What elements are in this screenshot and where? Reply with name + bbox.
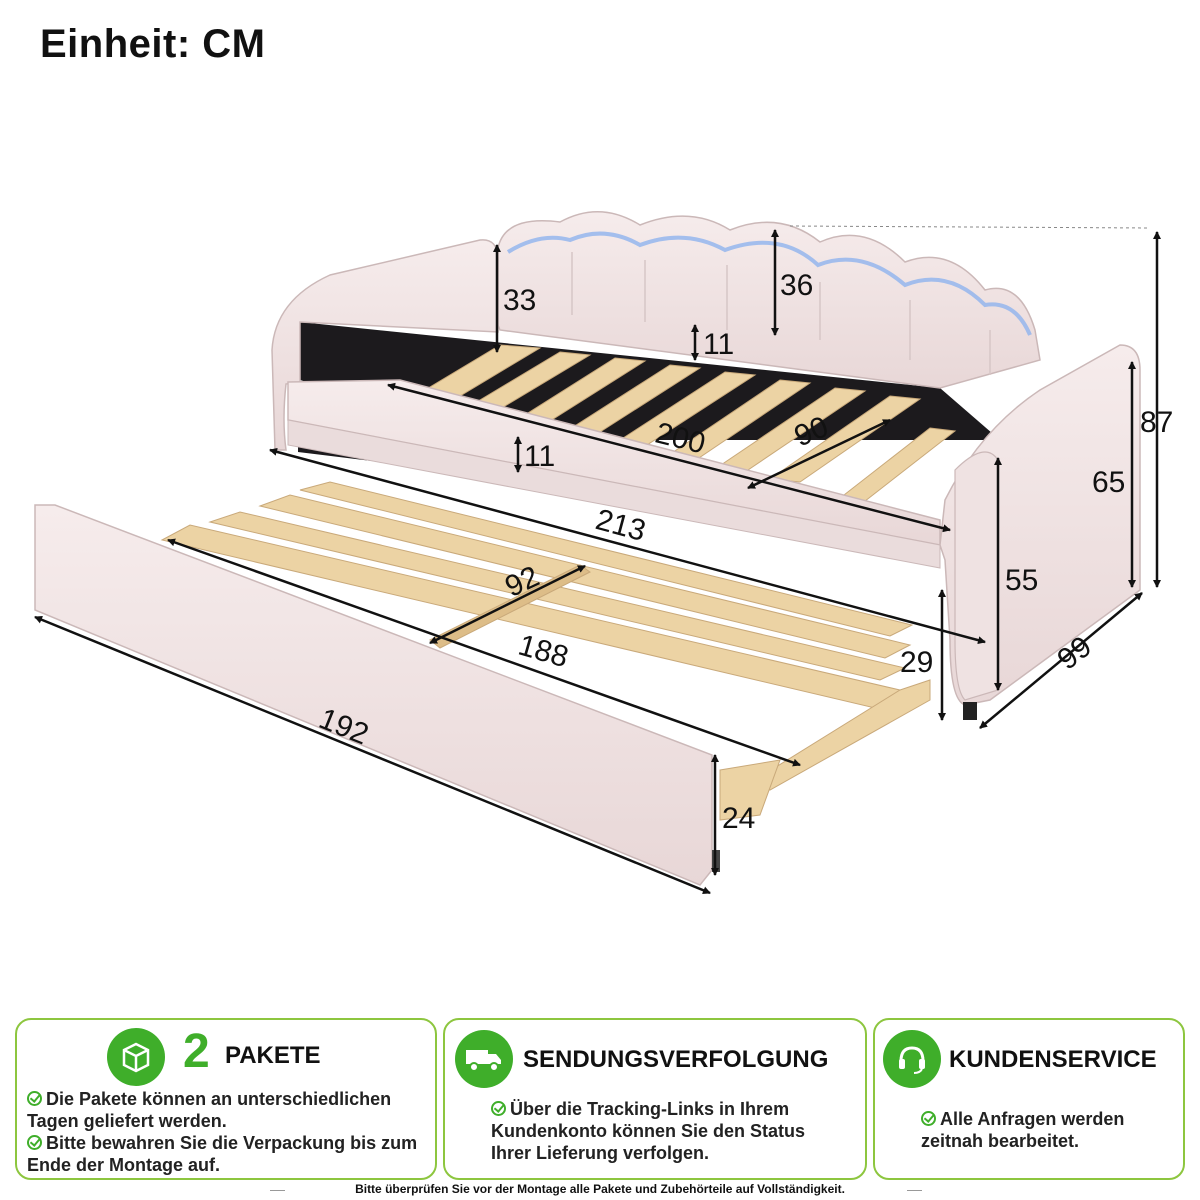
check-icon (27, 1091, 42, 1106)
dim-trundle-height: 29 (900, 646, 933, 679)
customer-service-bullet-1: Alle Anfragen werden zeitnah bearbeitet. (921, 1109, 1125, 1151)
customer-service-title: KUNDENSERVICE (949, 1046, 1157, 1073)
dim-rail-depth-top: 11 (703, 328, 734, 361)
dim-rail-depth-front: 11 (524, 440, 555, 473)
check-icon (491, 1101, 506, 1116)
delivery-truck-icon (455, 1030, 513, 1088)
unit-label: Einheit: CM (40, 22, 266, 66)
dim-armrest-height: 33 (503, 284, 536, 317)
info-box-packages: 2 PAKETE Die Pakete können an unterschie… (15, 1018, 437, 1180)
daybed-dimension-diagram: 36 33 11 11 200 90 213 87 65 55 99 92 18… (34, 211, 1173, 895)
package-box-icon (107, 1028, 165, 1086)
tracking-title: SENDUNGSVERFOLGUNG (523, 1046, 829, 1073)
check-icon (921, 1111, 936, 1126)
packages-bullet-2: Bitte bewahren Sie die Verpackung bis zu… (27, 1133, 418, 1175)
footer-note: Bitte überprüfen Sie vor der Montage all… (0, 1182, 1200, 1196)
trundle-frame (34, 481, 931, 886)
dimension-lines (34, 229, 1161, 895)
dim-side-height: 65 (1092, 466, 1125, 499)
tracking-bullet-1: Über die Tracking-Links in Ihrem Kundenk… (491, 1099, 806, 1163)
dim-trundle-panel-height: 24 (722, 802, 755, 835)
info-box-tracking: SENDUNGSVERFOLGUNG Über die Tracking-Lin… (443, 1018, 867, 1180)
headset-icon (883, 1030, 941, 1088)
headboard (497, 211, 1041, 389)
packages-bullet-1: Die Pakete können an unterschiedlichen T… (27, 1089, 392, 1131)
dim-headboard-height: 36 (780, 269, 813, 302)
check-icon (27, 1135, 42, 1150)
package-count: 2 (183, 1025, 210, 1078)
dim-total-height: 87 (1140, 406, 1173, 439)
packages-title: PAKETE (225, 1042, 321, 1069)
info-box-customer-service: KUNDENSERVICE Alle Anfragen werden zeitn… (873, 1018, 1185, 1180)
dim-seat-height: 55 (1005, 564, 1038, 597)
